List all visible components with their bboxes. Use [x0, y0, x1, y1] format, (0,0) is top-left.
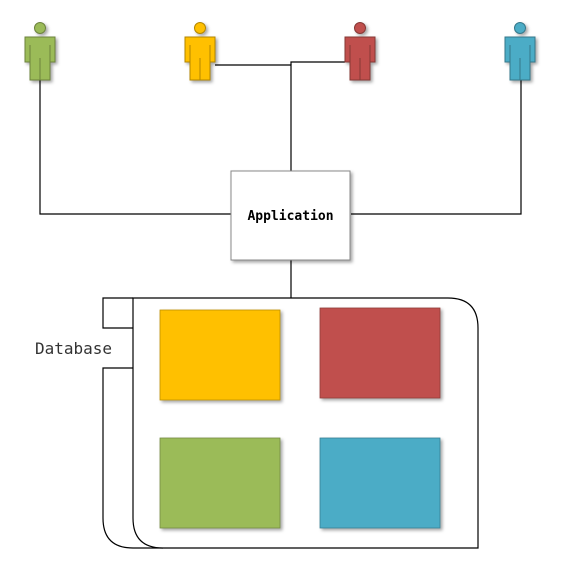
connector-user-blue: [351, 80, 522, 215]
table-yellow: [159, 309, 281, 401]
database-label: Database: [35, 339, 112, 358]
user-blue-icon: [504, 22, 536, 81]
table-blue: [319, 437, 441, 529]
user-yellow-icon: [184, 22, 216, 81]
connector-lines: [39, 61, 522, 298]
table-green: [159, 437, 281, 529]
user-green-icon: [24, 22, 56, 81]
database-back-outline: [102, 297, 133, 329]
application-label: Application: [247, 209, 333, 224]
application-node: Application: [230, 170, 351, 261]
database-back-outline-lower: [102, 367, 163, 549]
tables-group: [159, 307, 441, 529]
user-red-icon: [344, 22, 376, 81]
connector-user-yellow: [215, 64, 292, 171]
users-group: [24, 22, 536, 81]
table-red: [319, 307, 441, 399]
connector-user-red: [290, 61, 345, 65]
connector-user-green: [39, 80, 231, 215]
application-box: [230, 170, 351, 261]
